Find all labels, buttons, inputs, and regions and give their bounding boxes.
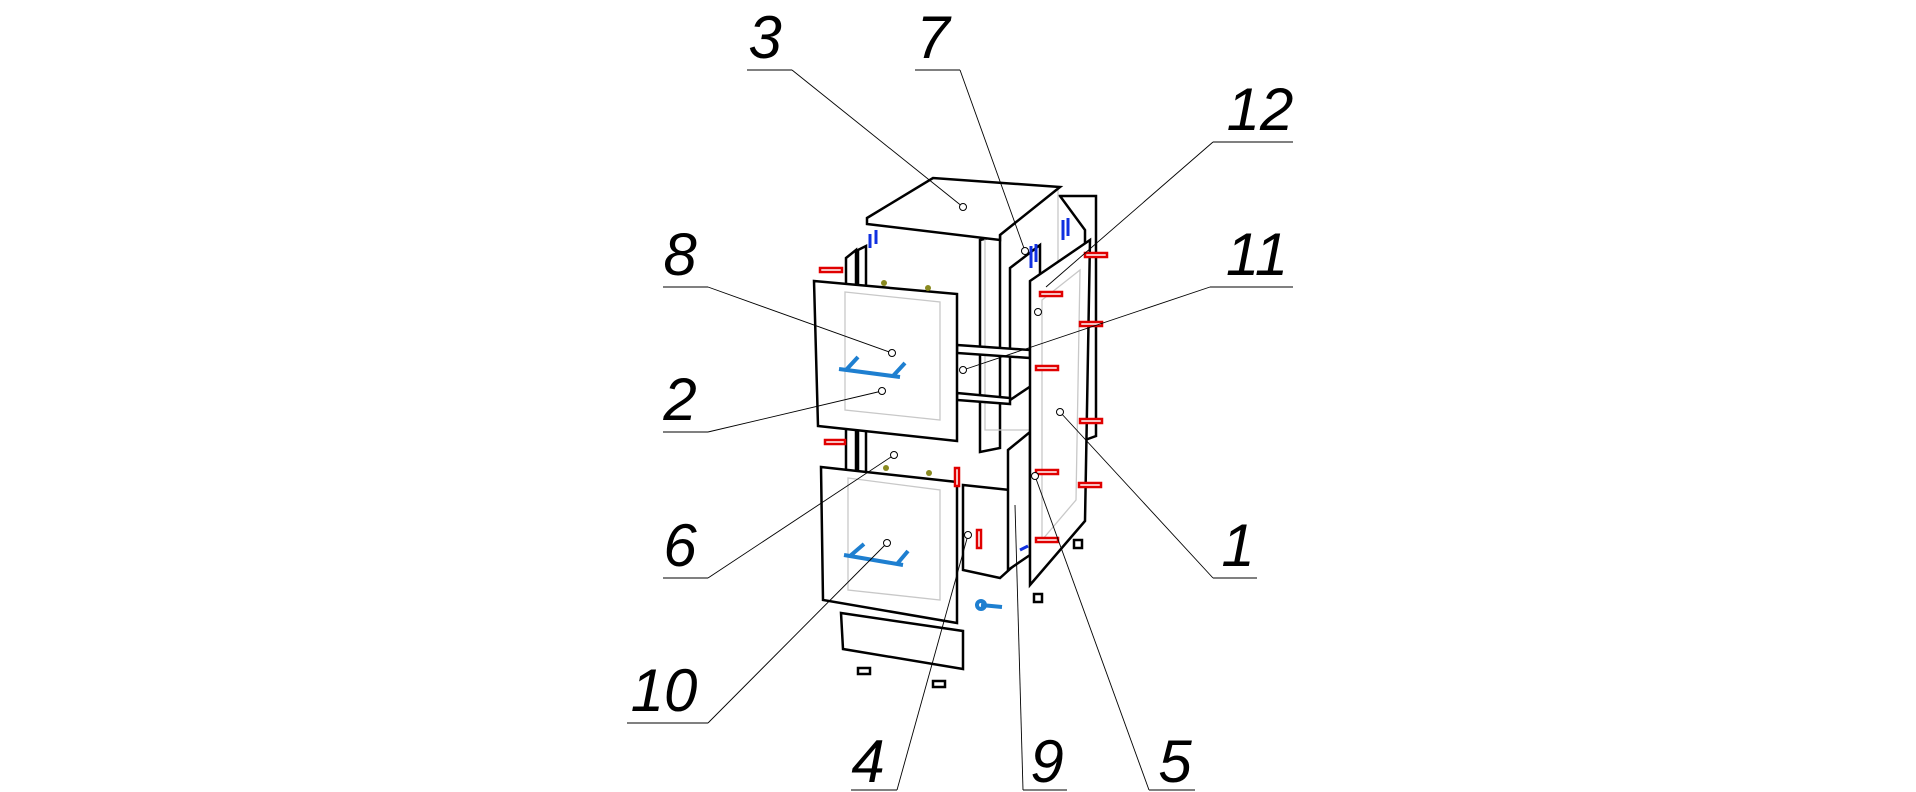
callout-3: 3	[747, 4, 967, 211]
part-label-9: 9	[1030, 728, 1063, 792]
connector	[1034, 536, 1060, 544]
connector	[975, 528, 983, 550]
foot-left	[856, 666, 872, 676]
callout-8: 8	[663, 221, 896, 357]
callout-5: 5	[1031, 472, 1195, 792]
loose-handle-knob	[975, 599, 987, 611]
part-label-11: 11	[1226, 221, 1288, 288]
dowel	[925, 285, 931, 291]
foot-right	[931, 679, 947, 689]
callout-10: 10	[627, 539, 891, 724]
part-label-1: 1	[1221, 512, 1254, 579]
connector	[1078, 320, 1104, 328]
callout-4: 4	[851, 531, 972, 792]
connector	[1034, 468, 1060, 476]
connector	[1083, 251, 1109, 259]
dowel	[883, 465, 889, 471]
fastener-top-left	[868, 230, 878, 248]
callout-1: 1	[1056, 408, 1257, 579]
upper-drawer-front	[812, 279, 959, 443]
part-label-10: 10	[631, 657, 698, 724]
connector	[1038, 290, 1064, 298]
connector	[953, 466, 961, 488]
middle-partition	[978, 233, 1002, 454]
connector	[823, 438, 847, 446]
part-label-8: 8	[663, 221, 697, 288]
dowel	[881, 280, 887, 286]
upper-handle	[838, 355, 907, 379]
part-label-6: 6	[663, 512, 697, 579]
foot-back	[1032, 592, 1044, 604]
connectors	[818, 251, 1109, 550]
connector	[818, 266, 844, 274]
lower-handle	[843, 542, 910, 567]
part-label-5: 5	[1158, 728, 1192, 792]
dowel	[926, 470, 932, 476]
connector	[1034, 364, 1060, 372]
callout-11: 11	[959, 221, 1293, 374]
callout-2: 2	[662, 366, 886, 433]
part-label-2: 2	[662, 366, 696, 433]
part-label-4: 4	[851, 728, 884, 792]
fastener-top-right	[1061, 218, 1070, 240]
connector	[1077, 481, 1103, 489]
part-label-12: 12	[1227, 76, 1294, 143]
callout-6: 6	[663, 451, 898, 579]
right-panel-detail	[1041, 268, 1081, 542]
callout-7: 7	[915, 4, 1029, 255]
callout-9: 9	[1014, 504, 1067, 792]
middle-shelf	[955, 391, 1012, 406]
cabinet-parts	[812, 176, 1109, 689]
part-label-3: 3	[748, 4, 781, 71]
connector	[1078, 417, 1104, 425]
fastener-top-mid	[1029, 244, 1038, 268]
lower-drawer-side	[1006, 429, 1032, 573]
foot-back-right	[1072, 538, 1084, 550]
callouts: 3 7 12 11 8 2 6	[627, 4, 1293, 792]
lower-front-detail	[847, 477, 941, 601]
callout-12: 12	[1045, 76, 1294, 288]
plinth	[839, 611, 965, 671]
part-label-7: 7	[916, 4, 952, 71]
fastener-lower	[1019, 544, 1029, 552]
